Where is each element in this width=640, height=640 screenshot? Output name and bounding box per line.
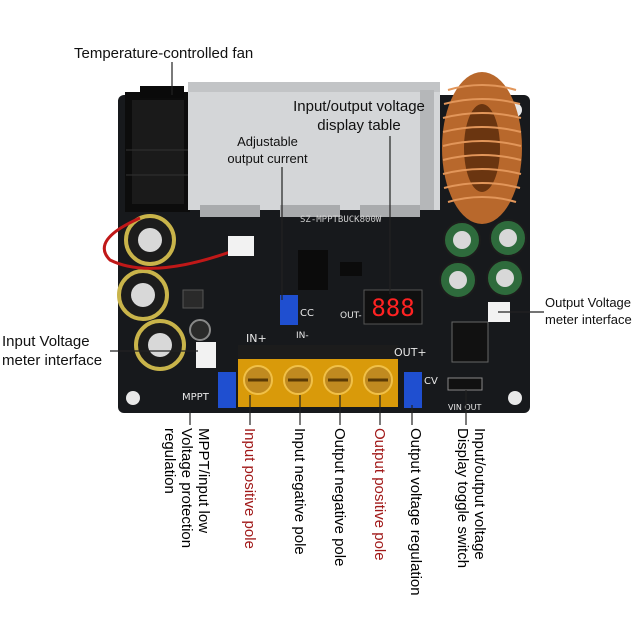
label-display-table-line1: Input/output voltage <box>293 98 425 115</box>
vlabel-output-positive: Output positive pole <box>371 428 388 561</box>
label-input-meter-line2: meter interface <box>2 352 103 369</box>
inductor-small <box>182 289 204 309</box>
vlabel-mppt-line3: regulation <box>161 428 178 494</box>
output-capacitors <box>439 219 527 299</box>
silk-cv: CV <box>424 376 438 387</box>
silk-vin-out: VIN OUT <box>448 403 482 412</box>
input-meter-connector <box>196 342 216 368</box>
mosfet <box>451 321 489 363</box>
ic-chip <box>298 250 328 290</box>
current-pot <box>280 295 298 325</box>
vlabel-mppt-line2: Voltage protection <box>178 428 195 549</box>
display-digits: 888 <box>371 294 414 322</box>
fan-connector <box>228 236 254 256</box>
silk-in: IN+ <box>246 332 267 345</box>
toggle-switch <box>447 377 483 391</box>
label-input-meter: Input Voltage meter interface <box>2 332 102 370</box>
label-display-table-line2: display table <box>317 117 401 134</box>
vlabel-output-negative-line1: Output negative pole <box>331 428 348 567</box>
label-adjustable-current-line2: output current <box>227 151 308 166</box>
vlabel-mppt: MPPT/input low Voltage protection regula… <box>161 428 212 548</box>
vlabel-mppt-line1: MPPT/input low <box>195 428 212 534</box>
silk-cc: CC <box>300 308 314 319</box>
silk-model: SZ-MPPTBUCK800W <box>300 215 382 225</box>
cooling-fan <box>125 86 190 212</box>
label-adjustable-current: Adjustable output current <box>215 133 320 167</box>
mount-hole <box>508 391 522 405</box>
terminal-block <box>238 345 398 407</box>
silk-out: OUT+ <box>394 346 427 359</box>
label-input-meter-line1: Input Voltage <box>2 333 90 350</box>
silk-in-minus: IN- <box>296 331 309 341</box>
input-capacitors <box>117 214 211 371</box>
vlabel-output-positive-line1: Output positive pole <box>371 428 388 561</box>
mount-hole <box>126 391 140 405</box>
vlabel-input-negative-line1: Input negative pole <box>291 428 308 555</box>
label-fan: Temperature-controlled fan <box>74 45 254 62</box>
label-adjustable-current-line1: Adjustable <box>237 134 298 149</box>
vlabel-display-toggle: Input/output voltage Display toggle swit… <box>454 428 488 568</box>
vlabel-input-positive-line1: Input positive pole <box>241 428 258 549</box>
vlabel-output-negative: Output negative pole <box>331 428 348 566</box>
vlabel-display-toggle-line1: Input/output voltage <box>471 428 488 560</box>
label-output-meter-line1: Output Voltage <box>545 295 632 310</box>
heatsink <box>188 82 440 217</box>
silk-out-minus: OUT- <box>340 311 362 321</box>
toroid-inductor <box>442 72 522 224</box>
mppt-pot <box>218 372 236 408</box>
label-output-meter-line2: meter interface <box>545 312 632 327</box>
vlabel-display-toggle-line2: Display toggle switch <box>454 428 471 569</box>
leader-lines <box>110 62 544 425</box>
ic-chip <box>340 262 362 276</box>
vlabel-input-positive: Input positive pole <box>241 428 258 549</box>
label-output-meter: Output Voltage meter interface <box>545 294 632 328</box>
fan-wire <box>102 216 231 270</box>
led-display: 888 <box>363 289 423 325</box>
voltage-pot <box>404 372 422 408</box>
vlabel-output-voltage-regulation-line1: Output voltage regulation <box>407 428 424 596</box>
vlabel-output-voltage-regulation: Output voltage regulation <box>407 428 424 596</box>
vlabel-input-negative: Input negative pole <box>291 428 308 555</box>
label-display-table: Input/output voltage display table <box>284 97 434 135</box>
silk-mppt: MPPT <box>182 392 210 403</box>
